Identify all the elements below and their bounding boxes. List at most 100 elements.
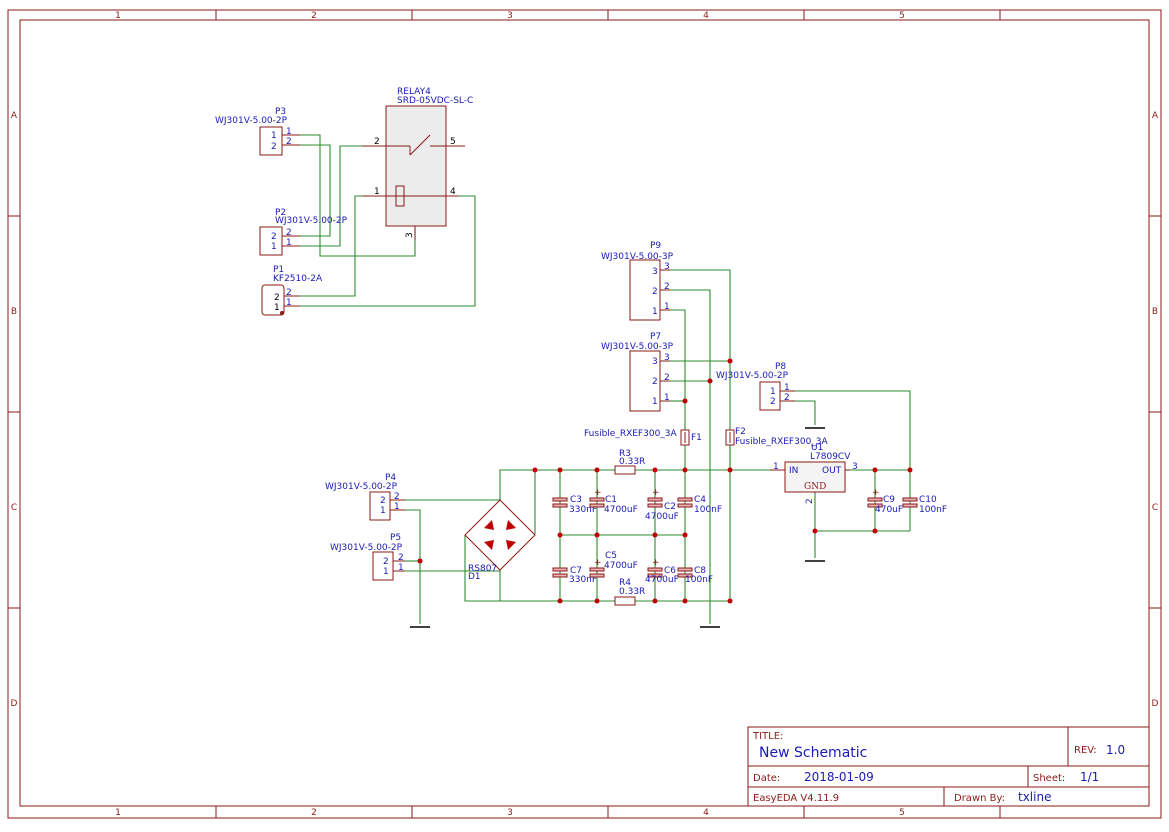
c7-value: 330nF — [569, 575, 597, 585]
cap-c1[interactable]: + C1 4700uF — [589, 488, 638, 515]
zone-row-right-b: B — [1152, 307, 1158, 317]
fuse-f2[interactable]: F2 Fusible_RXEF300_3A — [725, 427, 829, 447]
fuse-f1[interactable]: F1 Fusible_RXEF300_3A — [584, 429, 702, 446]
relay4-body — [385, 105, 447, 227]
cap-c6[interactable]: + C6 4700uF — [645, 558, 679, 585]
diode-2 — [506, 520, 516, 530]
zone-row-right-c: C — [1152, 503, 1158, 513]
c3-value: 330nF — [569, 505, 597, 515]
p9-pin-outer-1: 1 — [664, 302, 670, 312]
resistor-r4[interactable]: R4 0.33R — [614, 578, 645, 606]
zone-col-top-5: 5 — [899, 11, 905, 21]
cap-c5[interactable]: + C5 4700uF — [589, 551, 638, 578]
p7-pin-outer-1: 1 — [664, 393, 670, 403]
connector-p1[interactable]: P1 KF2510-2A 2 1 2 1 — [261, 265, 323, 316]
capacitors: C3 330nF + C1 4700uF + C2 4700uF C4 100n… — [552, 488, 947, 585]
outer-frame — [7, 9, 1162, 819]
inner-frame — [19, 19, 1150, 807]
p1-pin-inner-2: 2 — [274, 293, 280, 303]
p9-pin-outer-3: 3 — [664, 262, 670, 272]
u1-in-label: IN — [789, 466, 798, 476]
relay4[interactable]: RELAY4 SRD-05VDC-SL-C 2 5 1 4 3 — [362, 87, 473, 240]
p2-body — [259, 226, 283, 256]
p4-value: WJ301V-5.00-2P — [325, 482, 398, 492]
zone-row-left-d: D — [11, 699, 18, 709]
cap-c8[interactable]: C8 100nF — [677, 566, 713, 585]
p1-pin-inner-1: 1 — [274, 303, 280, 313]
title-block: TITLE: New Schematic REV: 1.0 Date: 2018… — [747, 726, 1150, 807]
zone-col-bottom-1: 1 — [115, 808, 121, 818]
p7-pin-outer-2: 2 — [664, 373, 670, 383]
c10-value: 100nF — [919, 505, 947, 515]
relay4-pin1: 1 — [374, 187, 380, 197]
rev-label: REV: — [1074, 745, 1097, 756]
p5-value: WJ301V-5.00-2P — [330, 543, 403, 553]
p8-value: WJ301V-5.00-2P — [716, 371, 789, 381]
p3-value: WJ301V-5.00-2P — [215, 116, 288, 126]
svg-text:+: + — [594, 488, 602, 498]
r3-ref: R3 — [619, 449, 631, 459]
p9-pin-outer-2: 2 — [664, 282, 670, 292]
svg-text:+: + — [652, 558, 660, 568]
zone-labels: 1 2 3 4 5 1 2 3 4 5 A B C D A B C D — [11, 11, 1159, 818]
zone-col-top-4: 4 — [703, 11, 709, 21]
d1-value: RS807 — [468, 564, 497, 574]
drawn-by-value: txline — [1018, 790, 1051, 804]
d1-ref: D1 — [468, 572, 481, 582]
resistor-r3[interactable]: R3 0.33R — [614, 449, 645, 475]
p7-pin-inner-2: 2 — [652, 377, 658, 387]
p1-ref: P1 — [273, 265, 284, 275]
c4-value: 100nF — [694, 505, 722, 515]
p5-ref: P5 — [390, 533, 401, 543]
p5-pin-inner-2: 2 — [383, 557, 389, 567]
cap-c2[interactable]: + C2 4700uF — [645, 488, 679, 522]
cap-c9[interactable]: + C9 470uF — [867, 488, 903, 515]
connector-p9[interactable]: P9 WJ301V-5.00-3P 3 2 1 3 2 1 — [601, 241, 674, 321]
p5-pin-outer-2: 2 — [398, 553, 404, 563]
p2-value: WJ301V-5.00-2P — [275, 216, 348, 226]
svg-text:+: + — [652, 488, 660, 498]
regulator-u1[interactable]: U1 L7809CV IN OUT GND 1 3 2 — [770, 443, 858, 504]
f2-value: Fusible_RXEF300_3A — [735, 437, 829, 447]
bridge-d1[interactable]: RS807 D1 — [464, 499, 536, 582]
p2-pin-inner-2: 2 — [271, 232, 277, 242]
p9-pin-inner-1: 1 — [652, 307, 658, 317]
connector-p3[interactable]: P3 WJ301V-5.00-2P 1 2 1 2 — [215, 107, 300, 156]
c1-value: 4700uF — [604, 505, 638, 515]
p4-pin-outer-1: 1 — [394, 502, 400, 512]
c5-ref: C5 — [605, 551, 617, 561]
u1-body — [784, 461, 846, 493]
cap-c3[interactable]: C3 330nF — [552, 495, 597, 515]
diode-4 — [506, 540, 516, 550]
cap-c7[interactable]: C7 330nF — [552, 566, 597, 585]
p1-pin-outer-2: 2 — [286, 288, 292, 298]
connector-p4[interactable]: P4 WJ301V-5.00-2P 2 1 2 1 — [325, 473, 405, 521]
u1-pin-gnd: 2 — [805, 498, 815, 504]
p9-pin-inner-3: 3 — [652, 267, 658, 277]
connector-p2[interactable]: P2 WJ301V-5.00-2P 2 1 2 1 — [259, 208, 348, 256]
p3-pin-outer-1: 1 — [286, 127, 292, 137]
cap-c4[interactable]: C4 100nF — [677, 495, 722, 515]
p7-value: WJ301V-5.00-3P — [601, 342, 674, 352]
relay4-pin5: 5 — [450, 137, 456, 147]
p5-body — [372, 551, 394, 581]
u1-out-label: OUT — [822, 466, 842, 476]
connector-p7[interactable]: P7 WJ301V-5.00-3P 3 2 1 3 2 1 — [601, 332, 674, 412]
p2-pin-outer-2: 2 — [286, 228, 292, 238]
cap-c10[interactable]: C10 100nF — [902, 495, 947, 515]
c8-ref: C8 — [694, 566, 706, 576]
connector-p8[interactable]: P8 WJ301V-5.00-2P 1 2 1 2 — [716, 362, 795, 411]
r3-value: 0.33R — [619, 457, 645, 467]
zone-col-bottom-3: 3 — [507, 808, 513, 818]
zone-row-right-d: D — [1152, 699, 1159, 709]
p8-ref: P8 — [775, 362, 786, 372]
title-label: TITLE: — [752, 731, 783, 742]
p9-value: WJ301V-5.00-3P — [601, 252, 674, 262]
p1-body — [261, 284, 285, 316]
relay4-pin3: 3 — [405, 232, 415, 238]
ground-symbols — [410, 427, 825, 628]
p7-pin-inner-3: 3 — [652, 357, 658, 367]
connector-p5[interactable]: P5 WJ301V-5.00-2P 2 1 2 1 — [330, 533, 405, 581]
p7-pin-outer-3: 3 — [664, 353, 670, 363]
